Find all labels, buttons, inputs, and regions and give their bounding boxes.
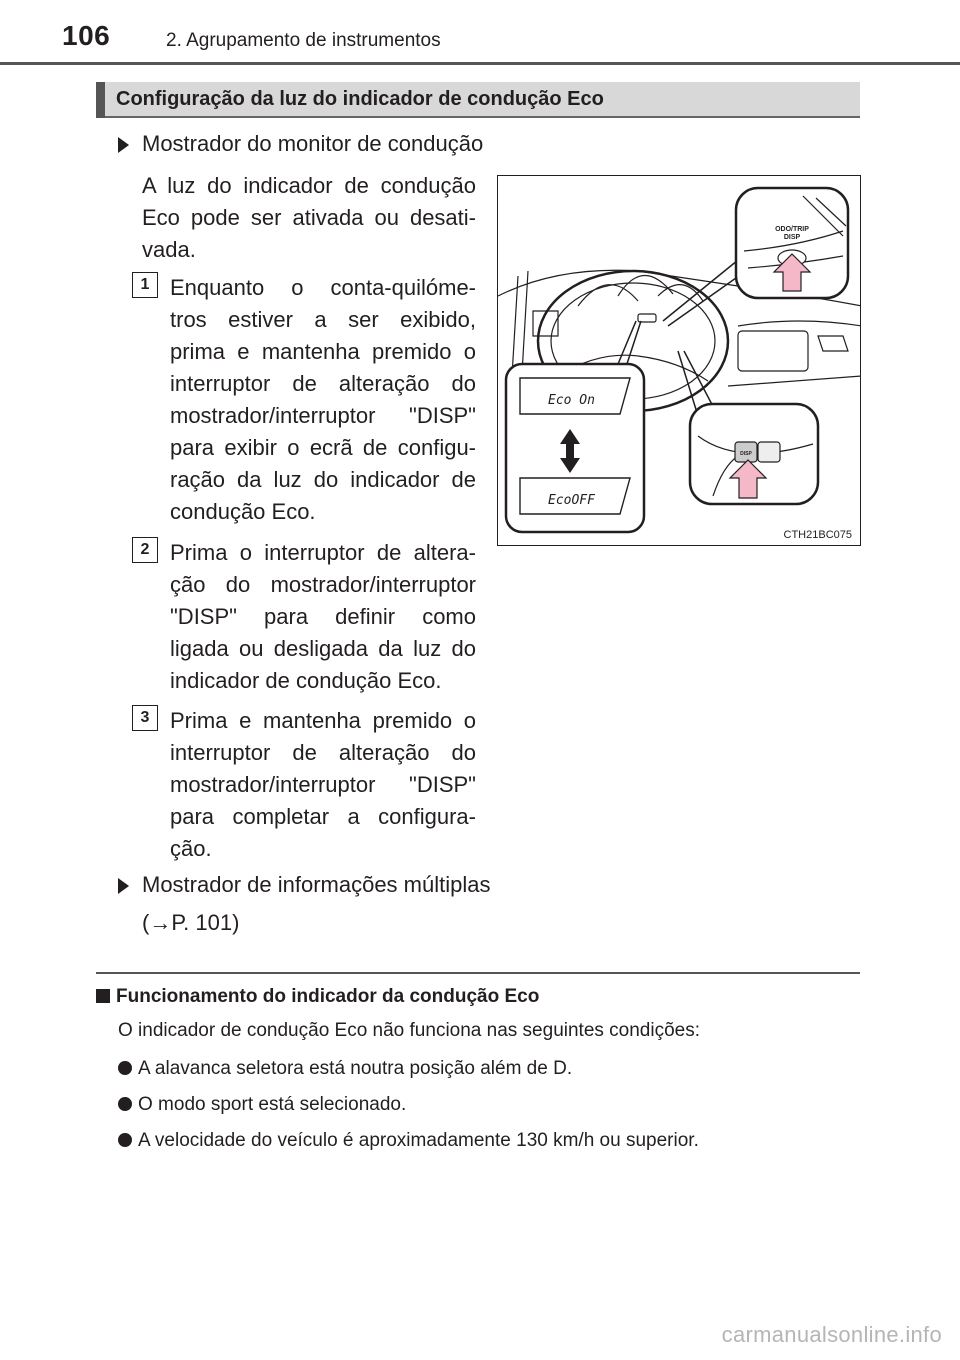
step-line: ção. (170, 836, 212, 861)
round-bullet-icon (118, 1133, 132, 1147)
intro-line: A luz do indicador de condução (142, 173, 476, 198)
step-line: indicador de condução Eco. (170, 668, 442, 693)
step-line: interruptor de alteração do (170, 371, 476, 396)
step-line: para completar a configura- (170, 804, 476, 829)
list-item: A velocidade do veículo é aproximadament… (118, 1130, 699, 1152)
double-arrow-icon (560, 429, 580, 473)
dashboard-illustration: ODO/TRIP DISP Eco On EcoOFF DISP CTH21BC… (497, 175, 861, 546)
step-line: mostrador/interruptor "DISP" (170, 772, 476, 797)
section-divider (96, 972, 860, 974)
section-title-accent (96, 82, 105, 118)
watermark: carmanualsonline.info (721, 1322, 942, 1347)
svg-text:Eco On: Eco On (548, 393, 595, 408)
dashboard-drawing: ODO/TRIP DISP Eco On EcoOFF DISP (498, 186, 860, 534)
step-line: tros estiver a ser exibido, (170, 307, 476, 332)
step-line: Prima o interruptor de altera- (170, 540, 476, 565)
svg-text:EcoOFF: EcoOFF (548, 493, 596, 508)
intro-line: Eco pode ser ativada ou desati- (142, 205, 476, 230)
figure-code: CTH21BC075 (781, 529, 854, 541)
round-bullet-icon (118, 1097, 132, 1111)
page-number: 106 (62, 20, 111, 51)
step-line: ligada ou desligada da luz do (170, 636, 476, 661)
page-reference-link[interactable]: (→P. 101) (142, 910, 240, 935)
step-line: prima e mantenha premido o (170, 339, 476, 364)
intro-line: vada. (142, 237, 196, 262)
press-arrow-icon (772, 253, 812, 292)
list-item: A alavanca seletora está noutra posição … (118, 1058, 572, 1080)
step-line: ção do mostrador/interruptor (170, 572, 476, 597)
press-arrow-icon (728, 459, 768, 499)
square-bullet-icon (96, 989, 110, 1003)
item-heading-driving-monitor: Mostrador do monitor de condução (142, 131, 484, 156)
step-line: condução Eco. (170, 499, 316, 524)
svg-text:DISP: DISP (740, 451, 752, 457)
round-bullet-icon (118, 1061, 132, 1075)
step-line: "DISP" para definir como (170, 604, 476, 629)
step-line: para exibir o ecrã de configu- (170, 435, 476, 460)
svg-text:DISP: DISP (784, 234, 801, 241)
step-line: mostrador/interruptor "DISP" (170, 403, 476, 428)
step-number-box: 3 (132, 705, 158, 731)
step-number-box: 1 (132, 272, 158, 298)
triangle-bullet-icon (118, 878, 129, 894)
step-line: ração da luz do indicador de (170, 467, 476, 492)
step-line: Prima e mantenha premido o (170, 708, 476, 733)
section-title-bar: Configuração da luz do indicador de cond… (96, 82, 860, 118)
chapter-title: 2. Agrupamento de instrumentos (166, 30, 441, 51)
svg-text:ODO/TRIP: ODO/TRIP (775, 226, 809, 233)
triangle-bullet-icon (118, 137, 129, 153)
page-header: 106 2. Agrupamento de instrumentos (0, 0, 960, 66)
header-divider (0, 62, 960, 65)
section-title: Configuração da luz do indicador de cond… (116, 88, 604, 110)
item-heading-multi-info: Mostrador de informações múltiplas (142, 872, 491, 897)
step-line: Enquanto o conta-quilóme- (170, 275, 476, 300)
note-heading: Funcionamento do indicador da condução E… (96, 986, 539, 1008)
step-line: interruptor de alteração do (170, 740, 476, 765)
step-number-box: 2 (132, 537, 158, 563)
list-item: O modo sport está selecionado. (118, 1094, 406, 1116)
note-intro: O indicador de condução Eco não funciona… (118, 1020, 701, 1041)
